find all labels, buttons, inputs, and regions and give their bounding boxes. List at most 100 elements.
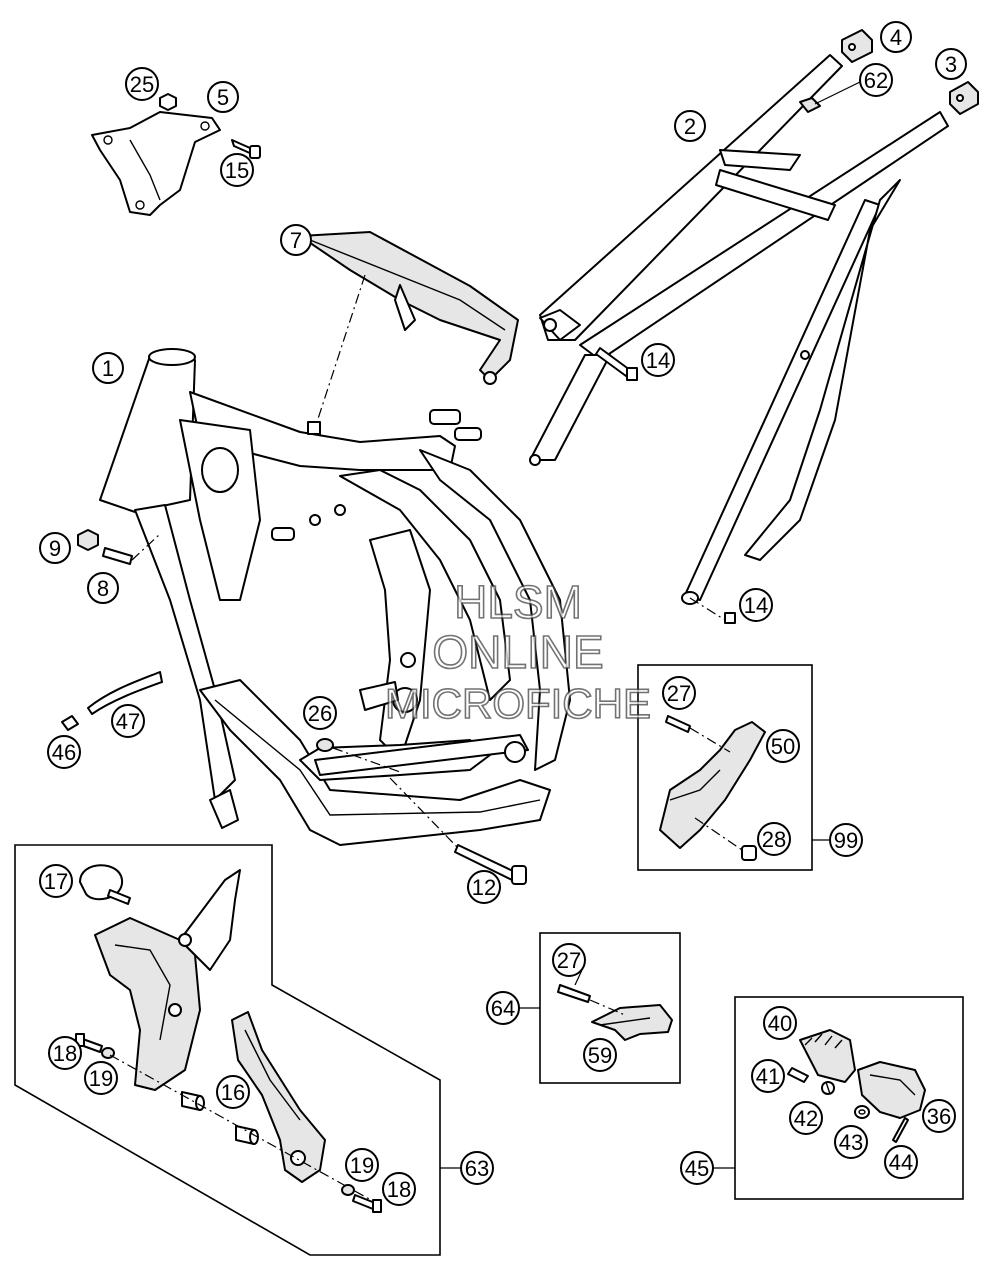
bolt-18-left[interactable] (75, 1033, 103, 1053)
footrest-40[interactable] (799, 1029, 856, 1083)
callout-18-right[interactable]: 18 (382, 1172, 416, 1206)
callout-19-right[interactable]: 19 (345, 1148, 379, 1182)
callout-14-lower[interactable]: 14 (739, 588, 773, 622)
nut-25[interactable] (159, 93, 177, 111)
cotter-pin-44[interactable] (892, 1117, 909, 1143)
end-cap-right[interactable] (949, 81, 979, 115)
callout-62[interactable]: 62 (859, 63, 893, 97)
leader-64-bolt (574, 969, 583, 986)
callout-50[interactable]: 50 (766, 729, 800, 763)
callout-16[interactable]: 16 (216, 1075, 250, 1109)
callout-9[interactable]: 9 (39, 532, 71, 564)
callout-18-left[interactable]: 18 (48, 1036, 82, 1070)
callout-25[interactable]: 25 (125, 67, 159, 101)
callout-36[interactable]: 36 (922, 1099, 956, 1133)
axis-63 (109, 1054, 381, 1206)
bolt-28[interactable] (694, 817, 757, 861)
nut-62[interactable] (799, 81, 861, 113)
callout-12[interactable]: 12 (467, 870, 501, 904)
washer-19-right[interactable] (341, 1184, 355, 1196)
callout-27-box99[interactable]: 27 (662, 676, 696, 710)
end-cap-left[interactable] (841, 29, 873, 63)
callout-4[interactable]: 4 (880, 21, 912, 53)
callout-45[interactable]: 45 (680, 1151, 714, 1185)
bolt-27-box99[interactable] (665, 715, 731, 753)
callout-62-label: 62 (864, 68, 888, 93)
callout-43[interactable]: 43 (834, 1125, 868, 1159)
callout-27-box64[interactable]: 27 (552, 943, 586, 977)
callout-28-label: 28 (762, 827, 786, 852)
callout-7-label: 7 (290, 228, 302, 253)
callout-19-right-label: 19 (350, 1153, 374, 1178)
callout-26[interactable]: 26 (303, 696, 337, 730)
cable-tie[interactable] (79, 864, 131, 905)
bolt-14-lower[interactable] (689, 597, 736, 624)
callout-63-label: 63 (465, 1156, 489, 1181)
callout-50-label: 50 (771, 734, 795, 759)
callout-59[interactable]: 59 (583, 1038, 617, 1072)
callout-18-right-label: 18 (387, 1177, 411, 1202)
callout-27-box64-label: 27 (557, 948, 581, 973)
pin-41[interactable] (787, 1067, 809, 1083)
washer-43[interactable] (854, 1105, 870, 1119)
callout-2[interactable]: 2 (674, 110, 706, 142)
callout-44[interactable]: 44 (884, 1145, 918, 1179)
breather-hose[interactable] (87, 671, 163, 715)
frame-protector-right[interactable] (231, 1011, 326, 1183)
kit-box-45 (734, 996, 964, 1200)
callout-1-label: 1 (102, 356, 114, 381)
callout-42-label: 42 (794, 1106, 818, 1131)
callout-99[interactable]: 99 (829, 823, 863, 857)
callout-41[interactable]: 41 (751, 1059, 785, 1093)
callout-4-label: 4 (890, 25, 902, 50)
callout-63[interactable]: 63 (460, 1151, 494, 1185)
callout-46[interactable]: 46 (47, 735, 81, 769)
callout-28[interactable]: 28 (757, 822, 791, 856)
footrest-36[interactable] (857, 1061, 926, 1119)
callout-44-label: 44 (889, 1150, 913, 1175)
hose-clamp[interactable] (61, 715, 79, 731)
watermark-line-3: MICROFICHE (385, 680, 651, 727)
callout-27-box99-label: 27 (667, 681, 691, 706)
main-frame[interactable] (99, 348, 571, 846)
callout-19-left-label: 19 (89, 1066, 113, 1091)
subframe[interactable] (529, 54, 949, 605)
callout-40[interactable]: 40 (763, 1006, 797, 1040)
chain-slider-59[interactable] (591, 1004, 673, 1041)
callout-5[interactable]: 5 (207, 81, 239, 113)
callout-15[interactable]: 15 (220, 153, 254, 187)
nut-9[interactable] (77, 529, 99, 551)
engine-bracket[interactable] (91, 111, 221, 216)
bolt-15[interactable] (231, 139, 261, 159)
callout-47-label: 47 (116, 709, 140, 734)
bolt-18-right[interactable] (352, 1194, 382, 1213)
bolt-12[interactable] (389, 777, 527, 885)
nut-26[interactable] (316, 738, 401, 773)
callout-17[interactable]: 17 (39, 864, 73, 898)
callout-17-label: 17 (44, 869, 68, 894)
bolt-27-box64[interactable] (557, 984, 626, 1016)
callout-47[interactable]: 47 (111, 704, 145, 738)
callout-64[interactable]: 64 (486, 991, 520, 1025)
frame-protector-left[interactable] (94, 869, 241, 1091)
callout-14-upper[interactable]: 14 (641, 343, 675, 377)
callout-3[interactable]: 3 (935, 48, 967, 80)
callout-8[interactable]: 8 (87, 572, 119, 604)
spacer-16-a[interactable] (181, 1091, 205, 1111)
protector-50[interactable] (659, 721, 766, 849)
watermark-line-2: ONLINE (432, 626, 603, 678)
bolt-14-upper[interactable] (595, 347, 638, 381)
watermark: HLSM ONLINE MICROFICHE (384, 575, 652, 728)
axis-8-9 (131, 533, 161, 561)
callout-7[interactable]: 7 (280, 224, 312, 256)
bolt-8[interactable] (102, 547, 133, 565)
callout-42[interactable]: 42 (789, 1101, 823, 1135)
callout-1[interactable]: 1 (92, 352, 124, 384)
callout-5-label: 5 (217, 85, 229, 110)
callout-19-left[interactable]: 19 (84, 1061, 118, 1095)
callout-18-left-label: 18 (53, 1041, 77, 1066)
mounting-plate[interactable] (299, 231, 519, 435)
callout-41-label: 41 (756, 1064, 780, 1089)
spring-42[interactable] (821, 1081, 835, 1095)
